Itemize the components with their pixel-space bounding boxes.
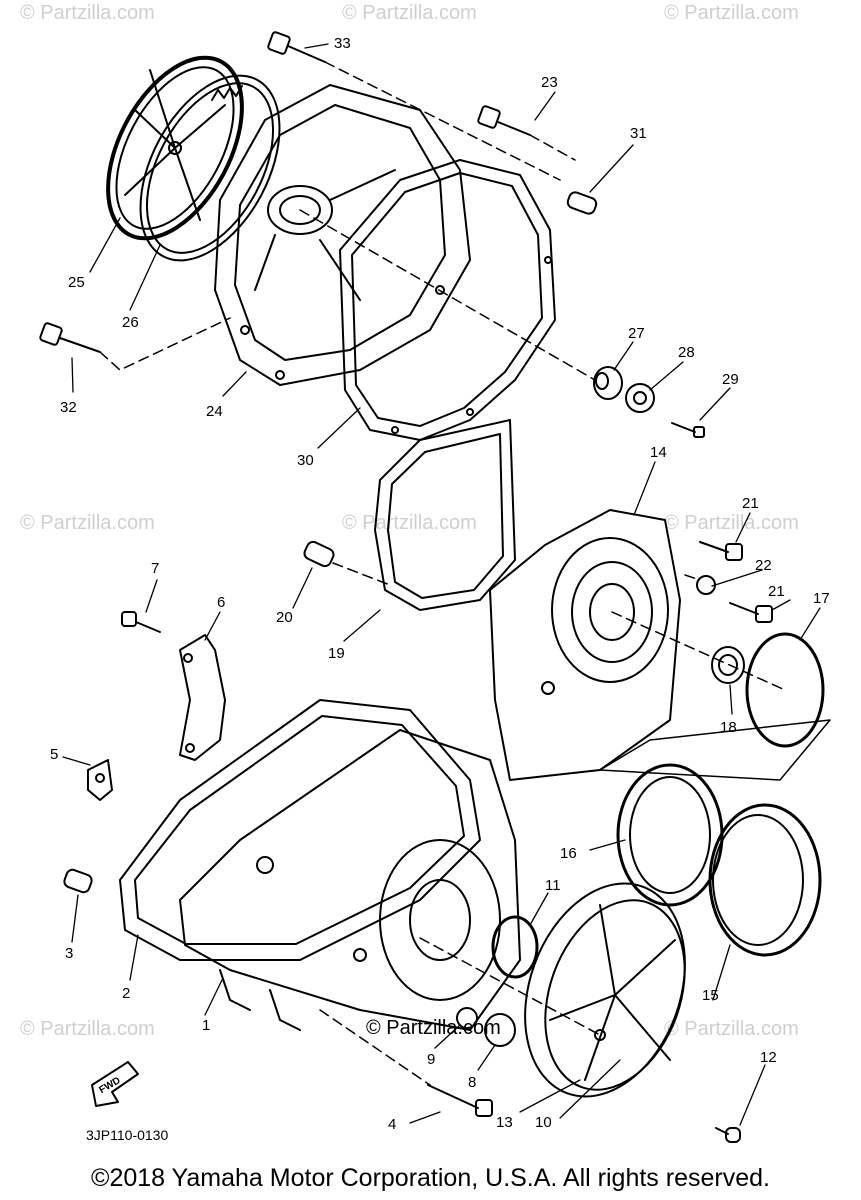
callout-22: 22 [755, 557, 772, 574]
part-28-seal [625, 383, 655, 413]
callout-18: 18 [720, 719, 737, 736]
callout-3: 3 [65, 945, 73, 962]
callout-1: 1 [202, 1017, 210, 1034]
callout-19: 19 [328, 645, 345, 662]
part-33-bolt [267, 31, 326, 63]
part-27-collar [593, 366, 623, 400]
callout-25: 25 [68, 274, 85, 291]
callout-7: 7 [151, 560, 159, 577]
part-2-gasket [119, 699, 481, 961]
part-3-dowel [63, 868, 93, 894]
callout-numbers: 1 2 3 4 5 6 7 8 9 10 11 12 13 14 15 16 1… [50, 35, 830, 1133]
callout-5: 5 [50, 746, 58, 763]
part-23-bolt [477, 105, 531, 136]
callout-10: 10 [535, 1114, 552, 1131]
part-12-screw [715, 1127, 741, 1143]
callout-26: 26 [122, 314, 139, 331]
part-21-bolt [699, 541, 743, 561]
watermark: © Partzilla.com [664, 1018, 799, 1040]
part-6-bracket [179, 634, 226, 761]
alignment-lines-mid [332, 562, 786, 691]
part-8-plug [484, 1013, 516, 1047]
watermark: © Partzilla.com [342, 2, 477, 24]
callout-32: 32 [60, 399, 77, 416]
part-14-cover [489, 509, 681, 781]
callout-27: 27 [628, 325, 645, 342]
part-25-cover [106, 55, 244, 241]
part-20-dowel [303, 540, 335, 568]
part-26-gasket [139, 74, 281, 262]
part-16-ring [616, 763, 724, 907]
part-4-bolt [427, 1084, 493, 1117]
part-18-seal [711, 646, 745, 684]
diagram-code: 3JP110-0130 [86, 1127, 169, 1143]
part-32-bolt [39, 322, 101, 353]
callout-21-b: 21 [768, 583, 785, 600]
callout-16: 16 [560, 845, 577, 862]
callout-30: 30 [297, 452, 314, 469]
callout-11: 11 [545, 877, 561, 894]
watermark: © Partzilla.com [664, 512, 799, 534]
watermark: © Partzilla.com [664, 2, 799, 24]
part-17-snap-ring [745, 632, 825, 748]
copyright-notice: ©2018 Yamaha Motor Corporation, U.S.A. A… [91, 1164, 770, 1192]
callout-33: 33 [334, 35, 351, 52]
part-5-clamp [87, 759, 113, 801]
part-10-cover [524, 882, 686, 1098]
watermark: © Partzilla.com [20, 512, 155, 534]
alignment-lines [99, 61, 596, 381]
callout-2: 2 [122, 985, 130, 1002]
callout-4: 4 [388, 1116, 396, 1133]
part-22-o-ring [696, 575, 716, 595]
exploded-view-drawing: 1 2 3 4 5 6 7 8 9 10 11 12 13 14 15 16 1… [39, 31, 831, 1143]
callout-21: 21 [742, 495, 759, 512]
callout-12: 12 [760, 1049, 777, 1066]
part-29-screw [671, 422, 705, 438]
fwd-arrow-icon [91, 1061, 139, 1107]
part-9-o-ring [456, 1007, 478, 1029]
callout-leaders [62, 43, 821, 1126]
callout-17: 17 [813, 590, 830, 607]
callout-23: 23 [541, 74, 558, 91]
callout-8: 8 [468, 1074, 476, 1091]
part-21-bolt-2 [729, 602, 773, 623]
callout-13: 13 [496, 1114, 513, 1131]
part-1-crankcase-cover [179, 729, 521, 1031]
callout-6: 6 [217, 594, 225, 611]
part-30-gasket [339, 159, 556, 441]
callout-24: 24 [206, 403, 223, 420]
part-15-cap [708, 803, 822, 957]
callout-15: 15 [702, 987, 719, 1004]
part-11-o-ring [491, 915, 539, 979]
callout-28: 28 [678, 344, 695, 361]
part-19-gasket [374, 419, 516, 611]
bracket-line [599, 719, 831, 781]
callout-14: 14 [650, 444, 667, 461]
callout-20: 20 [276, 609, 293, 626]
alignment-lines-low [319, 937, 601, 1086]
watermark: © Partzilla.com [20, 2, 155, 24]
callout-31: 31 [630, 125, 647, 142]
callout-29: 29 [722, 371, 739, 388]
part-7-bolt [121, 611, 161, 633]
center-watermark: © Partzilla.com [366, 1017, 501, 1039]
callout-9: 9 [427, 1051, 435, 1068]
watermark: © Partzilla.com [20, 1018, 155, 1040]
part-31-dowel [566, 191, 598, 215]
